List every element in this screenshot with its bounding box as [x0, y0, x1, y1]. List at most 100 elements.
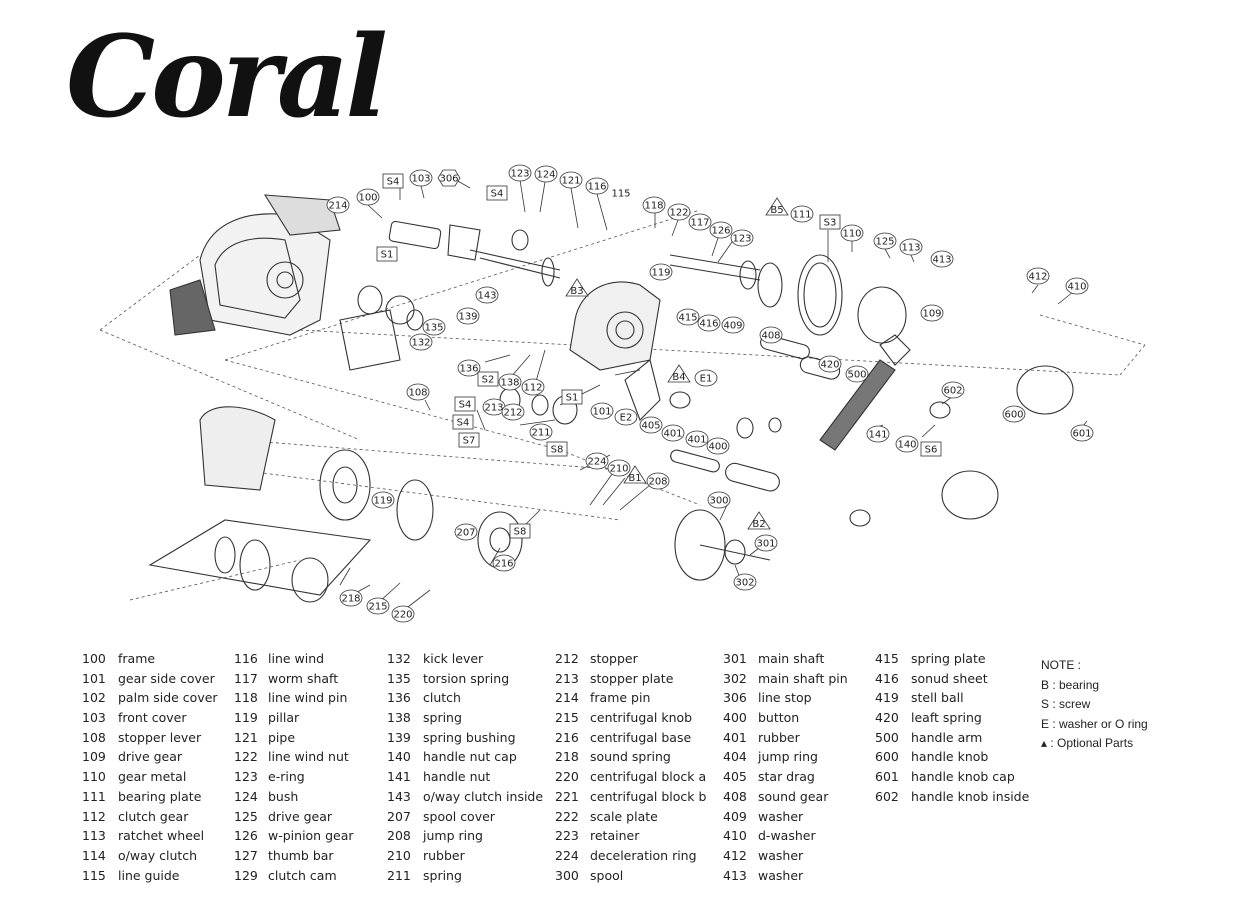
callout-112: 112: [521, 378, 545, 396]
part-number: 213: [555, 670, 579, 686]
svg-text:140: 140: [897, 440, 916, 451]
part-number: 207: [387, 808, 411, 824]
svg-text:110: 110: [842, 229, 861, 240]
callout-139: 139: [456, 307, 480, 325]
part-number: 419: [875, 690, 899, 706]
callout-300: 300: [707, 491, 731, 509]
callout-S1: S1: [376, 246, 398, 262]
part-name: gear metal: [118, 769, 187, 785]
svg-text:302: 302: [735, 578, 754, 589]
svg-text:126: 126: [711, 226, 730, 237]
callout-306: 306: [437, 169, 461, 187]
note-optional: ▴ : Optional Parts: [1041, 736, 1134, 751]
part-name: handle knob inside: [911, 788, 1030, 804]
part-number: 103: [82, 710, 106, 726]
part-name: drive gear: [268, 808, 333, 824]
svg-text:100: 100: [358, 193, 377, 204]
callout-S1: S1: [561, 389, 583, 405]
svg-text:B4: B4: [672, 372, 685, 383]
part-number: 116: [234, 651, 258, 666]
svg-text:S2: S2: [482, 375, 495, 386]
part-number: 215: [555, 710, 579, 726]
svg-text:S8: S8: [551, 445, 564, 456]
part-name: sonud sheet: [911, 670, 988, 686]
part-name: bearing plate: [118, 788, 202, 804]
part-name: o/way clutch inside: [423, 788, 544, 804]
svg-text:S1: S1: [566, 393, 579, 404]
svg-text:118: 118: [644, 201, 663, 212]
part-number: 100: [82, 651, 106, 666]
part-name: kick lever: [423, 651, 484, 666]
part-name: line wind pin: [268, 690, 348, 706]
svg-text:S7: S7: [463, 436, 476, 447]
callout-211: 211: [529, 423, 553, 441]
part-name: clutch: [423, 690, 461, 706]
svg-text:B1: B1: [628, 473, 641, 484]
callout-B3: B3: [565, 278, 589, 297]
callout-143: 143: [475, 286, 499, 304]
callout-B5: B5: [765, 197, 789, 216]
part-number: 218: [555, 749, 579, 765]
part-name: line wind: [268, 651, 325, 666]
part-number: 113: [82, 828, 106, 844]
svg-text:208: 208: [648, 477, 667, 488]
part-number: 416: [875, 670, 899, 686]
svg-text:116: 116: [587, 182, 606, 193]
callout-119: 119: [371, 491, 395, 509]
svg-text:211: 211: [531, 428, 550, 439]
callout-218: 218: [339, 589, 363, 607]
svg-text:B2: B2: [752, 519, 765, 530]
part-number: 602: [875, 788, 899, 804]
callout-500: 500: [845, 365, 869, 383]
svg-text:416: 416: [699, 319, 718, 330]
callout-413: 413: [930, 250, 954, 268]
callout-S2: S2: [477, 371, 499, 387]
svg-text:143: 143: [477, 291, 496, 302]
callout-412: 412: [1026, 267, 1050, 285]
part-number: 600: [875, 749, 899, 765]
part-name: main shaft: [758, 651, 825, 666]
part-name: leaft spring: [911, 710, 982, 726]
part-name: centrifugal block a: [590, 769, 707, 785]
part-number: 115: [82, 867, 106, 883]
part-number: 306: [723, 690, 747, 706]
callout-135: 135: [422, 318, 446, 336]
callout-420: 420: [818, 355, 842, 373]
part-name: stell ball: [911, 690, 964, 706]
svg-text:135: 135: [424, 323, 443, 334]
part-number: 208: [387, 828, 411, 844]
legend-row: 208 jump ring: [387, 828, 543, 848]
svg-text:218: 218: [341, 594, 360, 605]
svg-text:139: 139: [458, 312, 477, 323]
brand-title: Coral: [66, 12, 388, 143]
part-name: scale plate: [590, 808, 658, 824]
svg-text:300: 300: [709, 496, 728, 507]
svg-text:117: 117: [690, 218, 709, 229]
callout-416: 416: [697, 314, 721, 332]
part-name: jump ring: [423, 828, 483, 844]
part-name: centrifugal block b: [590, 788, 707, 804]
part-number: 222: [555, 808, 579, 824]
part-number: 135: [387, 670, 411, 686]
